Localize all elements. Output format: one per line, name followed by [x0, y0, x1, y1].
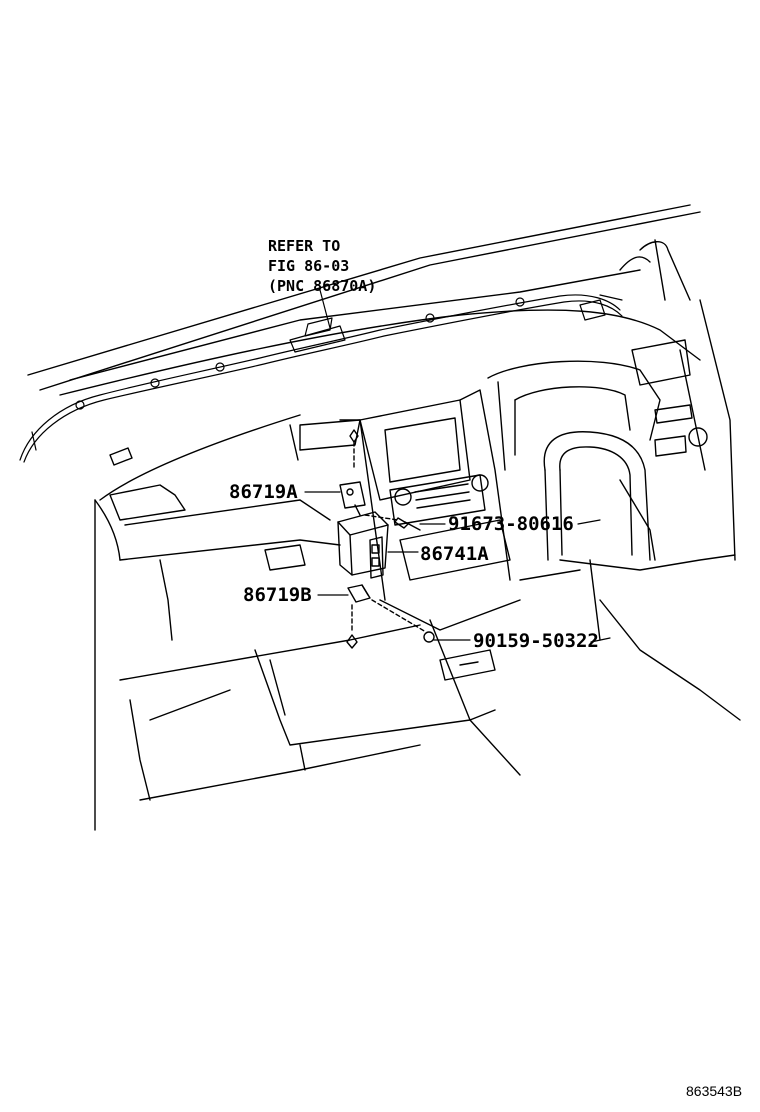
leader-lines: [304, 289, 611, 643]
part-label-86741A[interactable]: 86741A: [420, 543, 489, 565]
part-label-90159-50322[interactable]: 90159-50322: [473, 630, 599, 652]
lower-console: [129, 619, 521, 801]
dashboard-top: [59, 309, 701, 831]
instrument-cluster: [487, 339, 708, 471]
bracket-86719A: [339, 481, 366, 516]
leader-ref: [319, 289, 331, 329]
part-label-86719A[interactable]: 86719A: [229, 481, 298, 503]
windshield-outline: [27, 204, 701, 391]
component-86741A-box: [337, 511, 389, 579]
right-footwell: [519, 479, 741, 721]
bracket-86719B: [347, 584, 371, 603]
screws: [346, 429, 435, 649]
leader-90159-tail: [590, 637, 611, 643]
leader-91673-tail: [577, 519, 601, 525]
reference-line-2: FIG 86-03: [268, 257, 350, 275]
reference-line-1: REFER TO: [268, 237, 341, 255]
wiring-harness: [19, 294, 623, 463]
part-label-91673-80616[interactable]: 91673-80616: [448, 513, 574, 535]
reference-note: REFER TO FIG 86-03 (PNC 86870A): [268, 236, 376, 296]
right-pillar: [619, 239, 736, 561]
figure-id: 863543B: [686, 1083, 743, 1099]
reference-line-3: (PNC 86870A): [268, 277, 377, 295]
steering-wheel: [543, 431, 651, 561]
part-label-86719B[interactable]: 86719B: [243, 584, 312, 606]
center-stack: [289, 389, 521, 631]
glovebox-area: [109, 484, 421, 681]
